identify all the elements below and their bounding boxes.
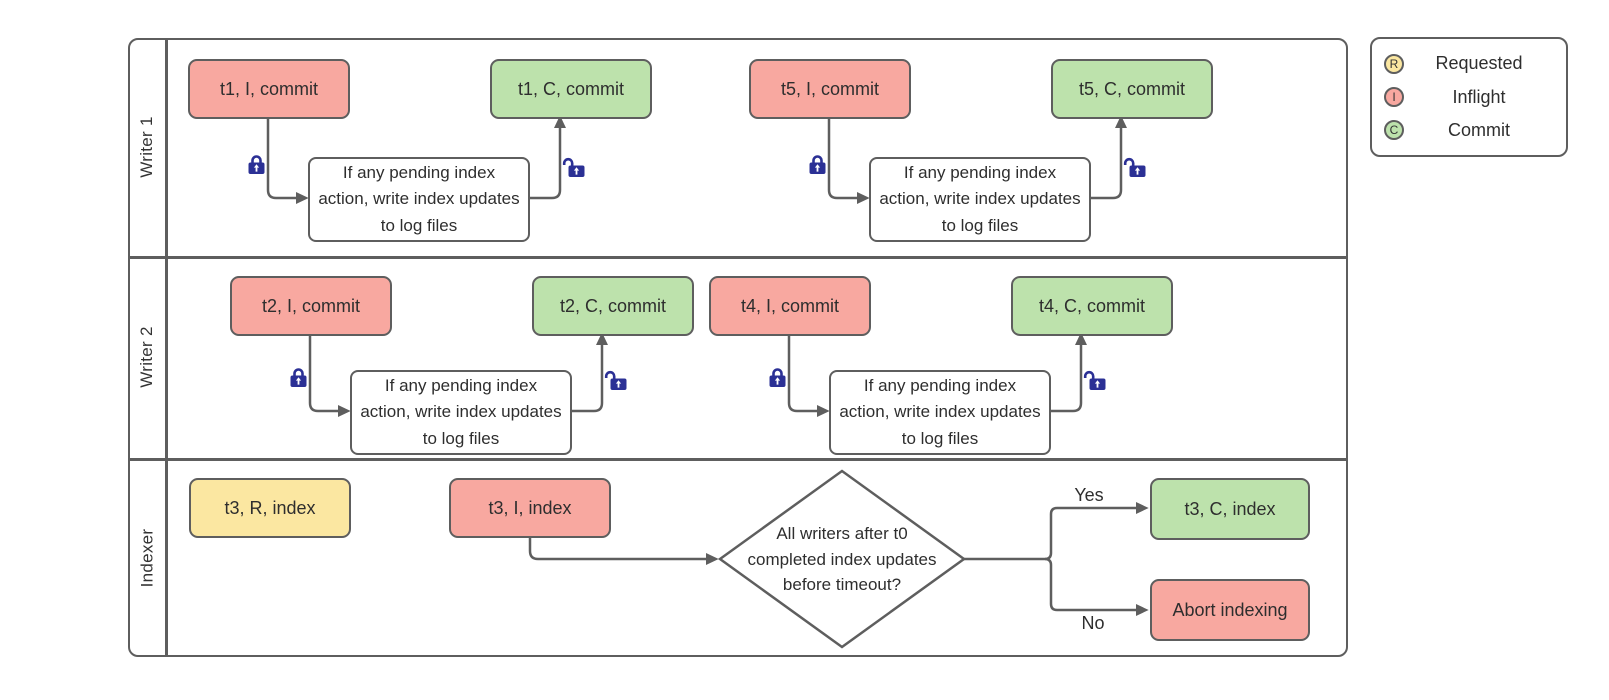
lane-header-divider xyxy=(165,40,168,655)
node-t3-commit: t3, C, index xyxy=(1150,478,1310,540)
connector-process-to-t4-commit xyxy=(1051,332,1088,413)
lock-closed-icon xyxy=(247,155,266,176)
node-t4-commit: t4, C, commit xyxy=(1011,276,1173,336)
node-t5-inflight: t5, I, commit xyxy=(749,59,911,119)
legend-label-inflight: Inflight xyxy=(1452,86,1506,107)
inflight-swatch-icon: I xyxy=(1384,87,1404,107)
connector-yes-branch xyxy=(1044,501,1149,561)
legend-item-inflight: I Inflight xyxy=(1384,87,1554,108)
yes-label: Yes xyxy=(1074,485,1104,505)
node-t3-inflight: t3, I, index xyxy=(449,478,611,538)
connector-process-to-t1-commit xyxy=(530,115,567,200)
lock-open-icon xyxy=(1123,157,1147,179)
legend-label-requested: Requested xyxy=(1435,53,1523,74)
connector-t5-inflight-to-process xyxy=(827,119,870,205)
node-t1-commit: t1, C, commit xyxy=(490,59,652,119)
lock-open-icon xyxy=(604,370,628,392)
legend-item-commit: C Commit xyxy=(1384,120,1554,141)
node-t1-inflight: t1, I, commit xyxy=(188,59,350,119)
lock-closed-icon xyxy=(768,368,787,389)
lock-closed-icon xyxy=(808,155,827,176)
node-t5-commit: t5, C, commit xyxy=(1051,59,1213,119)
lock-open-icon xyxy=(562,157,586,179)
connector-no-branch xyxy=(1044,557,1149,617)
commit-swatch-icon: C xyxy=(1384,120,1404,141)
process-note-writer2-b: If any pending index action, write index… xyxy=(829,370,1051,455)
node-t3-requested: t3, R, index xyxy=(189,478,351,538)
connector-process-to-t5-commit xyxy=(1091,115,1128,200)
node-abort-indexing: Abort indexing xyxy=(1150,579,1310,641)
node-t2-commit: t2, C, commit xyxy=(532,276,694,336)
no-label: No xyxy=(1081,613,1105,633)
decision-diamond xyxy=(717,469,967,649)
legend-label-commit: Commit xyxy=(1448,119,1510,140)
connector-process-to-t2-commit xyxy=(572,332,609,413)
connector-t1-inflight-to-process xyxy=(266,119,309,205)
lane-divider-1 xyxy=(130,256,1346,259)
lock-open-icon xyxy=(1083,370,1107,392)
connector-t3-inflight-to-decision xyxy=(528,538,719,566)
node-t2-inflight: t2, I, commit xyxy=(230,276,392,336)
process-note-writer1-a: If any pending index action, write index… xyxy=(308,157,530,242)
connector-t4-inflight-to-process xyxy=(787,336,830,418)
legend: R Requested I Inflight C Commit xyxy=(1370,37,1568,157)
lane-divider-2 xyxy=(130,458,1346,461)
connector-t2-inflight-to-process xyxy=(308,336,351,418)
node-t4-inflight: t4, I, commit xyxy=(709,276,871,336)
process-note-writer2-a: If any pending index action, write index… xyxy=(350,370,572,455)
requested-swatch-icon: R xyxy=(1384,53,1404,74)
legend-item-requested: R Requested xyxy=(1384,53,1554,74)
process-note-writer1-b: If any pending index action, write index… xyxy=(869,157,1091,242)
decision-text: All writers after t0 completed index upd… xyxy=(747,524,937,594)
lock-closed-icon xyxy=(289,368,308,389)
